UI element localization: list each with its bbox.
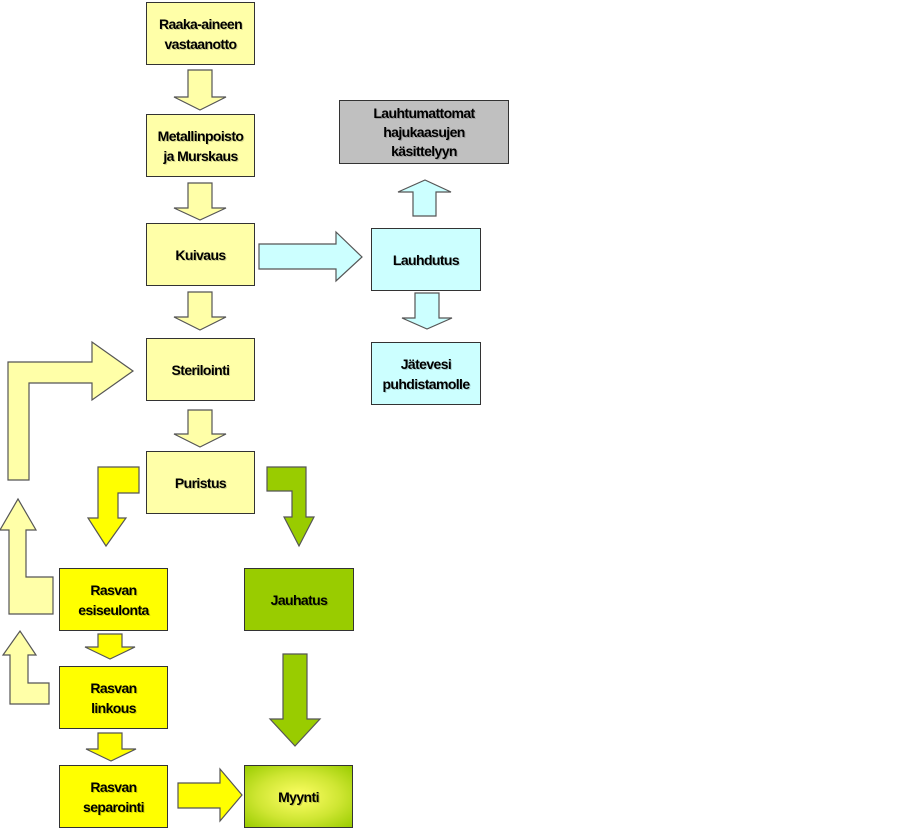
label-kuivaus: Kuivaus (175, 246, 226, 263)
box-rasvan-esiseulonta: Rasvan esiseulonta (59, 568, 168, 631)
box-metallinpoisto-ja-murskaus: Metallinpoisto ja Murskaus (146, 114, 255, 177)
down-arrow-1 (173, 69, 227, 111)
return-arrow-to-sterilointi (7, 340, 135, 481)
box-kuivaus: Kuivaus (146, 223, 255, 286)
down-arrow-2 (173, 182, 227, 221)
box-sterilointi: Sterilointi (146, 338, 255, 401)
down-arrow-3 (173, 291, 227, 331)
label-puristus: Puristus (174, 474, 227, 491)
label-raaka-aineen-vastaanotto: Raaka-aineen vastaanotto (158, 15, 243, 52)
box-myynti: Myynti (244, 765, 353, 828)
bent-arrow-puristus-jauhatus (266, 466, 315, 548)
label-rasvan-separointi: Rasvan separointi (83, 778, 145, 815)
down-arrow-esiseulonta-linkous (84, 633, 136, 660)
label-jauhatus: Jauhatus (270, 591, 328, 608)
box-rasvan-linkous: Rasvan linkous (59, 666, 168, 729)
down-arrow-linkous-separointi (85, 732, 137, 762)
right-arrow-kuivaus-lauhdutus (258, 230, 363, 283)
label-lauhtumattomat-hajukaasujen-kasittelyyn: Lauhtumattomat hajukaasujen käsittelyyn (373, 104, 475, 159)
up-arrow-linkous (1, 629, 50, 705)
label-rasvan-linkous: Rasvan linkous (90, 679, 137, 716)
label-sterilointi: Sterilointi (171, 361, 231, 378)
down-arrow-jauhatus-myynti (268, 653, 322, 747)
label-myynti: Myynti (278, 788, 319, 805)
box-lauhdutus: Lauhdutus (371, 228, 481, 291)
box-rasvan-separointi: Rasvan separointi (59, 765, 168, 828)
down-arrow-4 (173, 409, 227, 448)
label-metallinpoisto-ja-murskaus: Metallinpoisto ja Murskaus (157, 127, 244, 164)
box-raaka-aineen-vastaanotto: Raaka-aineen vastaanotto (146, 2, 255, 65)
up-arrow-lauhdutus (397, 179, 452, 217)
up-arrow-esiseulonta (0, 497, 54, 615)
box-puristus: Puristus (146, 451, 255, 514)
down-arrow-lauhdutus (401, 292, 453, 330)
box-lauhtumattomat-hajukaasujen-kasittelyyn: Lauhtumattomat hajukaasujen käsittelyyn (339, 100, 509, 164)
right-arrow-separointi-myynti (177, 767, 243, 823)
box-jatevesi-puhdistamolle: Jätevesi puhdistamolle (371, 342, 481, 405)
bent-arrow-puristus-esiseulonta (86, 466, 140, 548)
label-jatevesi-puhdistamolle: Jätevesi puhdistamolle (382, 355, 470, 392)
box-jauhatus: Jauhatus (244, 568, 354, 631)
label-lauhdutus: Lauhdutus (392, 251, 460, 268)
label-rasvan-esiseulonta: Rasvan esiseulonta (78, 581, 149, 618)
